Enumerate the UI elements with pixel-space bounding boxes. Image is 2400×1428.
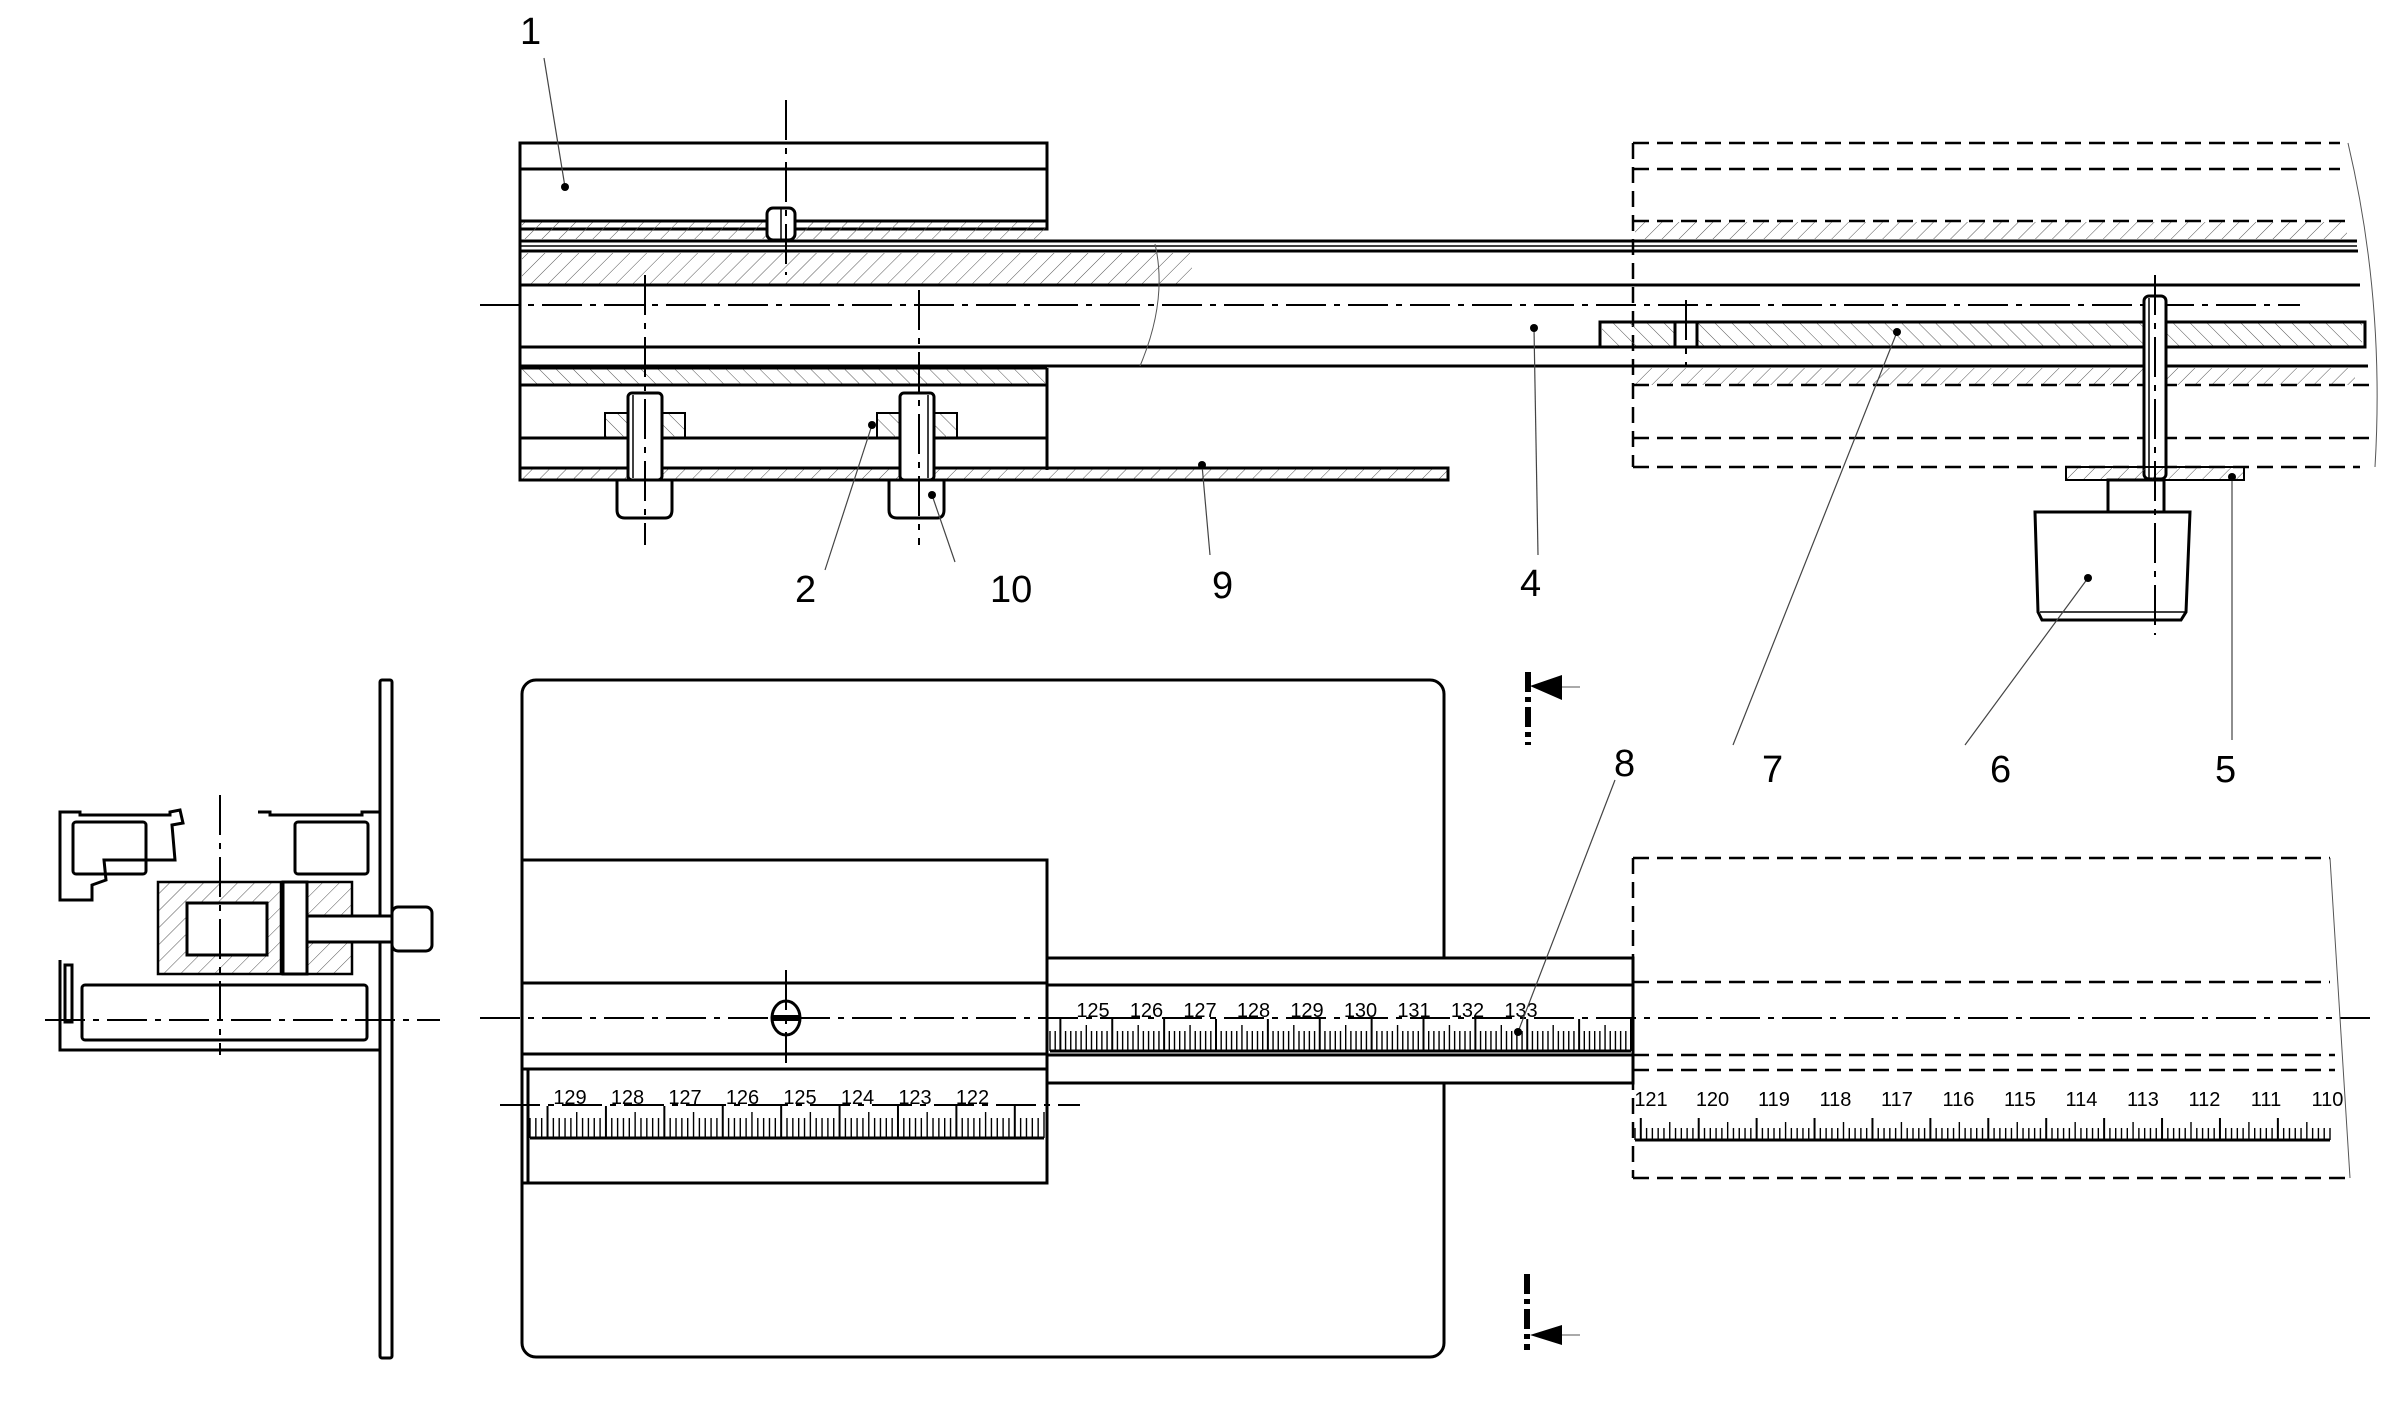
scale-number: 110 (2312, 1089, 2344, 1111)
scale-number: 122 (956, 1087, 989, 1109)
scale-number: 129 (553, 1087, 586, 1109)
label-9: 9 (1212, 565, 1233, 607)
scale-number: 120 (1696, 1089, 1729, 1111)
profile-upper-left (58, 808, 185, 902)
label-7: 7 (1762, 749, 1783, 791)
locking-knob (2033, 275, 2245, 635)
scale-number: 125 (1076, 1000, 1109, 1022)
scale-number: 111 (2251, 1089, 2281, 1111)
scale-number: 130 (1344, 1000, 1377, 1022)
bolt-left (604, 275, 686, 545)
plan-view: 125 126 127 128 129 130 131 132 133 129 128 127 126… (480, 672, 2370, 1359)
label-2: 2 (795, 569, 816, 611)
break-line-left (1139, 243, 1160, 367)
scale-number: 121 (1634, 1089, 1667, 1111)
end-clip (63, 963, 74, 1024)
slider-scale-numbers: 125 126 127 128 129 130 131 132 133 (1076, 1000, 1537, 1022)
scale-number: 114 (2066, 1089, 2098, 1111)
housing-phantom (1631, 141, 2378, 469)
label-10: 10 (990, 569, 1032, 611)
label-6: 6 (1990, 749, 2011, 791)
clamp-block (281, 880, 309, 976)
profile-cavity-1 (71, 820, 148, 876)
profile-cavity-2 (293, 820, 370, 876)
scale-number: 129 (1290, 1000, 1323, 1022)
cross-section-view (45, 678, 440, 1360)
scale-number: 124 (841, 1087, 874, 1109)
fixed-scale-right-numbers: 121 120 119 118 117 116 115 114 113 112 111 110 (1634, 1089, 2343, 1111)
scale-number: 127 (1183, 1000, 1216, 1022)
profile-upper-right (258, 810, 380, 817)
section-marker-bottom (1524, 1274, 1580, 1350)
scale-number: 115 (2004, 1089, 2036, 1111)
scale-number: 123 (898, 1087, 931, 1109)
scale-number: 128 (611, 1087, 644, 1109)
scale-number: 127 (668, 1087, 701, 1109)
scale-number: 117 (1881, 1089, 1913, 1111)
fixed-scale-left-ticks (529, 1106, 1045, 1140)
lower-block-hatch (522, 368, 1045, 384)
scale-number: 128 (1237, 1000, 1270, 1022)
fixed-scale-left-numbers: 129 128 127 126 125 124 123 122 (553, 1087, 989, 1109)
clamp-bolt-shank (305, 914, 399, 944)
label-4: 4 (1520, 563, 1541, 605)
clamp-bolt-head (390, 905, 434, 953)
scale-number: 125 (783, 1087, 816, 1109)
break-line-right (2347, 142, 2378, 468)
section-marker-top (1525, 672, 1580, 745)
slider-cavity (185, 901, 269, 957)
scale-number: 116 (1943, 1089, 1975, 1111)
leaders (543, 57, 2236, 1036)
base-plate (518, 466, 1450, 482)
scale-number: 113 (2127, 1089, 2159, 1111)
slider-scale-ticks (1049, 1019, 1632, 1053)
set-screw (765, 100, 797, 275)
label-5: 5 (2215, 749, 2236, 791)
scale-number: 131 (1397, 1000, 1430, 1022)
callout-labels: 1 2 10 9 4 7 6 5 8 (520, 11, 2236, 791)
scale-number: 133 (1504, 1000, 1537, 1022)
scale-number: 126 (1130, 1000, 1163, 1022)
slider-bar (1045, 956, 1635, 1085)
housing-phantom-plan (1631, 856, 2351, 1180)
section-arrow-icon (1530, 675, 1562, 700)
scale-bar-7 (1598, 300, 2367, 366)
scale-number: 112 (2189, 1089, 2221, 1111)
scale-number: 132 (1451, 1000, 1484, 1022)
profile-outer (58, 812, 380, 1052)
label-8: 8 (1614, 743, 1635, 785)
fixed-scale-right-ticks (1634, 1118, 2331, 1142)
label-1: 1 (520, 11, 541, 53)
scale-number: 118 (1820, 1089, 1852, 1111)
profile-cavity-lower (80, 983, 369, 1042)
section-arrow-icon (1530, 1325, 1562, 1345)
base-plate-hatch (522, 469, 1447, 479)
profile-hatch-upper (522, 253, 1192, 284)
scale-number: 119 (1758, 1089, 1790, 1111)
bolt-right (876, 290, 958, 545)
scale-number: 126 (726, 1087, 759, 1109)
side-section-view (480, 100, 2378, 635)
